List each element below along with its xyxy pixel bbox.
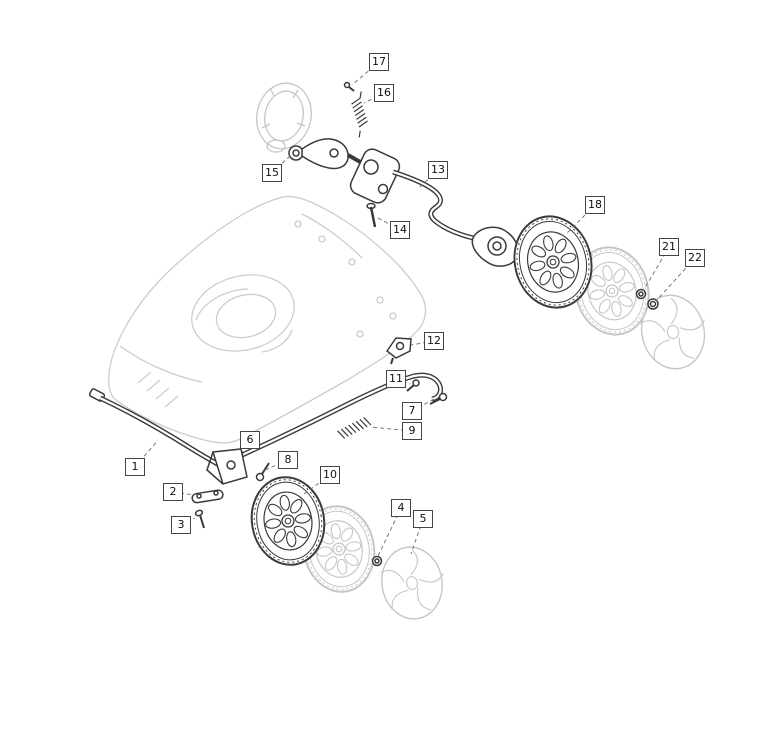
part-callout-4: 4 [391,499,411,517]
rear-hubcap [639,294,706,370]
part-callout-2: 2 [163,483,183,501]
deck-bolt-hole [356,330,364,338]
mower-deck-ghost [108,195,427,444]
leader-lines [134,61,696,557]
screw-8 [255,462,270,482]
part-callout-17: 17 [369,53,389,71]
part-callout-18: 18 [585,196,605,214]
part-callout-8: 8 [278,451,298,469]
plate-2 [191,489,224,504]
part-callout-6: 6 [240,431,260,449]
deck-vent-slats [137,371,179,408]
ghost-pulley-disc [256,82,312,153]
part-callout-14: 14 [390,221,410,239]
deck-outline [108,195,427,444]
screw-17 [343,81,355,92]
leader-line-13 [418,169,439,189]
front-hubcap [380,546,444,620]
part-callout-12: 12 [424,332,444,350]
front-wheel [250,476,326,566]
clip-bracket-12 [385,337,412,365]
deck-blade-opening-inner [215,293,277,339]
deck-blade-opening [191,274,295,352]
spring-9 [337,417,372,439]
adjuster-plate [349,148,401,204]
part-callout-7: 7 [402,402,422,420]
front-axle-bracket [206,448,248,485]
part-callout-10: 10 [320,466,340,484]
nut-22 [647,298,659,310]
screw-7 [429,392,448,405]
spring-16 [351,91,368,138]
part-callout-16: 16 [374,84,394,102]
screw-3 [194,509,205,529]
part-callout-9: 9 [402,422,422,440]
rear-wheel [513,215,593,309]
deck-bolt-hole [294,220,302,228]
leader-line-10 [303,474,331,495]
deck-bolt-hole [389,312,397,320]
screw-11 [406,379,420,392]
deck-bolt-hole [318,235,326,243]
part-callout-21: 21 [659,238,679,256]
bolt-4 [371,555,383,567]
height-adjust-lever [288,138,363,170]
leader-line-5 [410,518,424,555]
part-callout-22: 22 [685,249,705,267]
deck-bolt-hole [376,296,384,304]
pin-14 [366,202,377,228]
leader-line-17 [351,61,380,86]
part-callout-13: 13 [428,161,448,179]
axle-end-bracket [471,226,519,267]
parts-layer [88,81,659,567]
part-callout-1: 1 [125,458,145,476]
part-callout-3: 3 [171,516,191,534]
part-callout-5: 5 [413,510,433,528]
part-callout-15: 15 [262,164,282,182]
washer-21 [635,288,647,300]
deck-bolt-hole [348,258,356,266]
part-callout-11: 11 [386,370,406,388]
leader-line-1 [134,439,159,468]
wheel-layer [250,215,593,566]
